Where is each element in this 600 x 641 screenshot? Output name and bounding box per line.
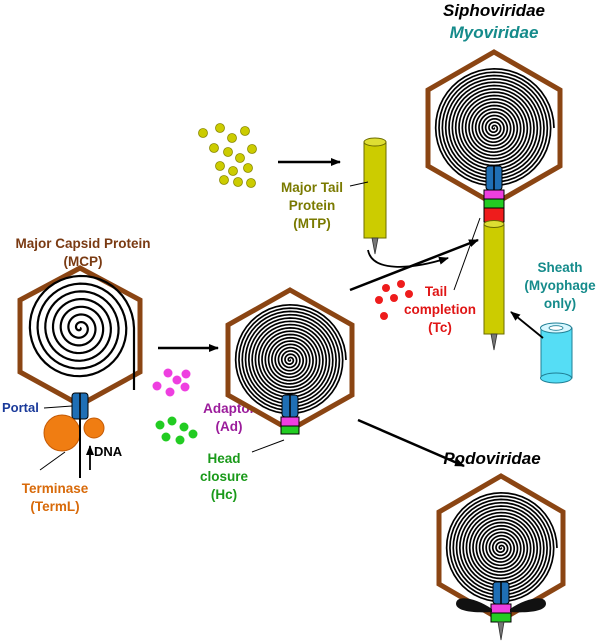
sipho-head-closure <box>483 198 505 209</box>
tail-tube <box>363 137 387 255</box>
adaptor-dots <box>152 368 191 397</box>
podo-fiber-right <box>510 598 546 613</box>
arrow-sheath-to-myoviridae <box>510 311 544 339</box>
sheath-label-line2: (Myophage <box>524 278 596 293</box>
head-closure-dots <box>155 416 198 445</box>
terminase-label-line2: (TermL) <box>30 499 79 514</box>
sheath-label-line3: only) <box>544 296 576 311</box>
podo-adaptor <box>490 603 512 614</box>
procapsid-group <box>17 265 143 478</box>
tail-completion-label-line1: Tail <box>425 284 447 299</box>
siphoviridae-title: Siphoviridae <box>443 1 545 20</box>
podoviridae-title: Podoviridae <box>443 449 540 468</box>
filled-head-closure <box>280 425 300 435</box>
podo-head-closure <box>490 612 512 623</box>
tail-completion-label-line2: completion <box>404 302 476 317</box>
mtp-label-line3: (MTP) <box>293 216 331 231</box>
myoviridae-title: Myoviridae <box>450 23 539 42</box>
sipho-adaptor <box>483 189 505 200</box>
podo-head-spiral <box>445 491 558 603</box>
head-closure-label-line1: Head <box>207 451 240 466</box>
sipho-tail-tube <box>483 223 505 335</box>
siphoviridae-virion <box>425 49 563 351</box>
terminase-label-line1: Terminase <box>22 481 89 496</box>
sheath-label-line1: Sheath <box>537 260 582 275</box>
sipho-head-spiral <box>434 67 555 187</box>
sheath-tube <box>540 322 573 384</box>
podo-fiber-left <box>456 598 492 613</box>
tail-completion-dots <box>375 280 413 320</box>
terminase-small-subunit <box>83 417 105 439</box>
mtp-label-line1: Major Tail <box>281 180 343 195</box>
filled-head-adaptor <box>280 416 300 427</box>
filled-head-group <box>225 287 355 435</box>
mcp-label-line1: Major Capsid Protein <box>15 236 150 251</box>
terminase-large-subunit <box>43 414 81 452</box>
portal-label: Portal <box>2 400 39 415</box>
arrow-head-to-podoviridae <box>357 418 465 468</box>
mtp-dots <box>198 123 257 188</box>
filled-head-spiral <box>234 303 347 415</box>
mtp-label-line2: Protein <box>289 198 336 213</box>
adaptor-label-line2: (Ad) <box>216 419 243 434</box>
tail-completion-label-line3: (Tc) <box>428 320 452 335</box>
mcp-label-line2: (MCP) <box>64 254 103 269</box>
arrow-tail-to-siphoviridae <box>367 249 449 268</box>
head-closure-label-line2: closure <box>200 469 249 484</box>
procapsid-spiral <box>28 274 136 390</box>
head-closure-label-line3: (Hc) <box>211 487 237 502</box>
sipho-tail-completion <box>483 207 505 223</box>
dna-label: DNA <box>94 444 123 459</box>
podoviridae-virion <box>436 473 566 641</box>
